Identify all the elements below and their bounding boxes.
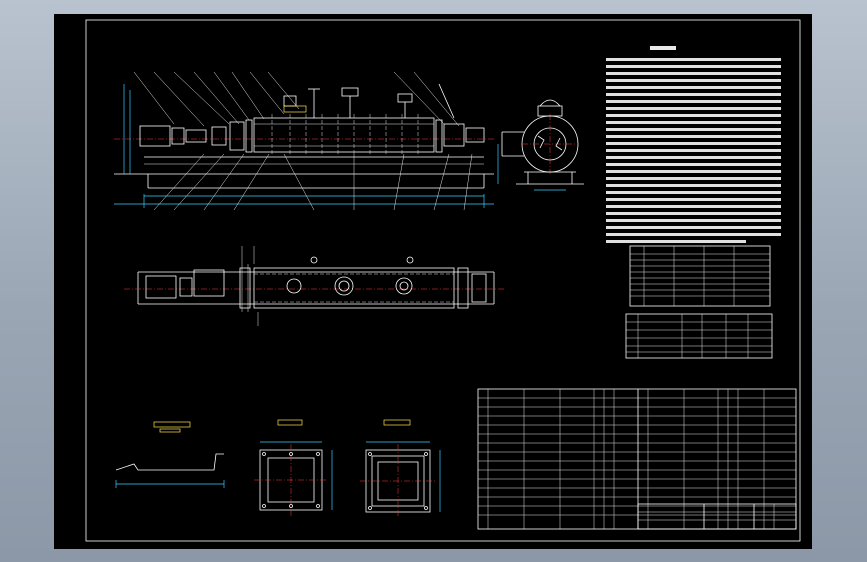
nozzle-table — [629, 245, 771, 307]
title-block — [637, 503, 797, 530]
parts-list — [477, 388, 797, 530]
side-section-view — [497, 99, 584, 191]
sheet-border — [85, 19, 801, 542]
drawing-sheet — [85, 19, 801, 542]
parameter-table — [625, 313, 773, 359]
flange-detail-a — [254, 419, 333, 516]
drawing-viewport[interactable] — [54, 14, 812, 549]
top-plan-view — [124, 246, 504, 326]
flange-detail-b — [360, 419, 441, 518]
front-elevation-view — [114, 71, 494, 211]
technical-notes-block — [606, 46, 781, 243]
detail-view-left — [115, 421, 225, 488]
